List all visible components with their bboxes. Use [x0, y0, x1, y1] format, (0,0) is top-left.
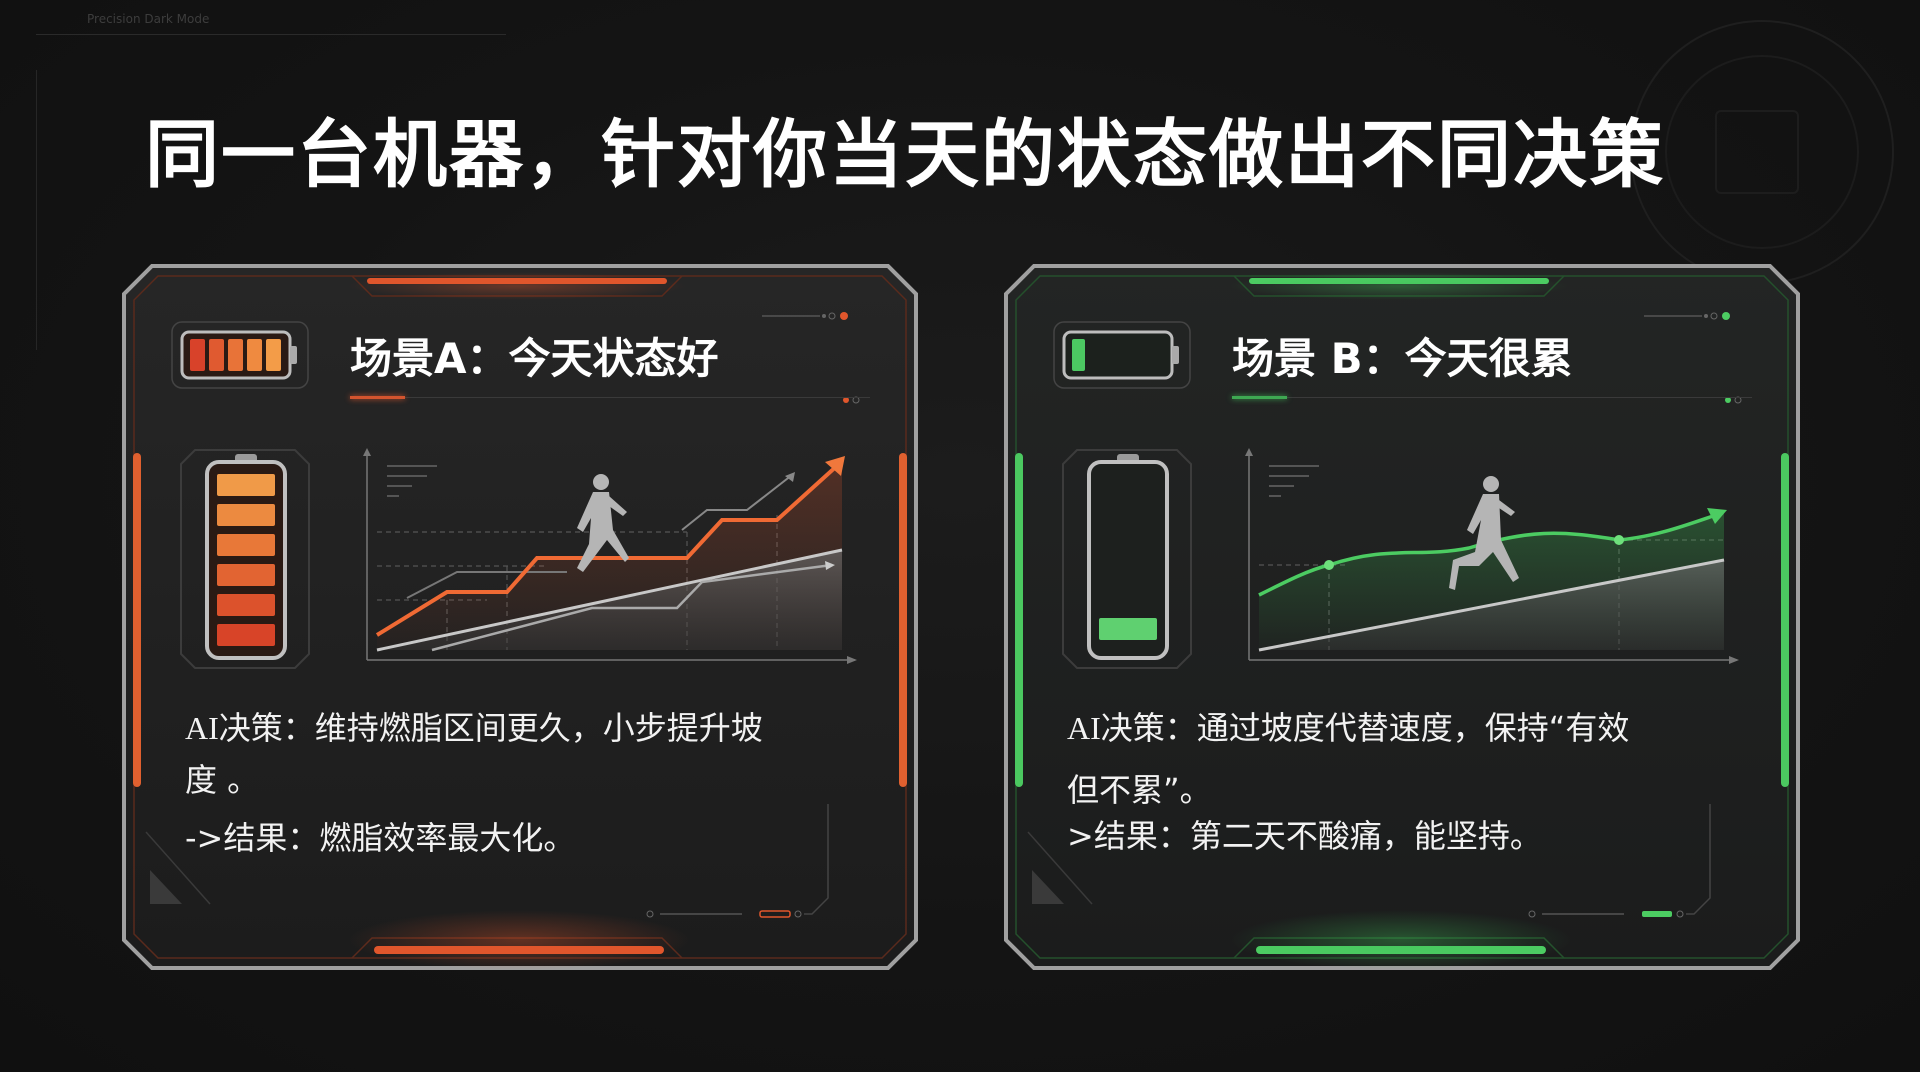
- result-line: ->结果：燃脂效率最大化。: [185, 819, 576, 857]
- decor-line: [36, 34, 506, 35]
- decision-line-cont: 度 。: [185, 761, 260, 799]
- incline-chart-a: [363, 448, 857, 664]
- decision-line-cont: 但不累”。: [1067, 771, 1212, 809]
- scenario-a-title: 场景A：今天状态好: [350, 334, 719, 383]
- decor-chip-icon: [1715, 110, 1799, 194]
- vertical-battery-low-icon: [1062, 449, 1192, 669]
- vertical-battery-full-icon: [180, 449, 310, 669]
- decision-line: AI决策：通过坡度代替速度，保持“有效: [1067, 709, 1630, 747]
- decision-line: AI决策：维持燃脂区间更久，小步提升坡: [185, 709, 763, 747]
- header-divider: [1232, 396, 1752, 399]
- header-divider: [350, 396, 870, 399]
- runner-icon: [577, 474, 629, 572]
- decor-ring-icon: [1665, 55, 1859, 249]
- battery-low-icon: [1053, 321, 1191, 389]
- scenario-card-b: 场景 B：今天很累: [1004, 264, 1800, 970]
- decor-line: [36, 70, 37, 350]
- incline-chart-b: [1245, 448, 1739, 664]
- scenario-card-a: 场景A：今天状态好: [122, 264, 918, 970]
- runner-icon: [1449, 476, 1519, 590]
- background-label: Precision Dark Mode: [87, 12, 210, 26]
- page-title: 同一台机器，针对你当天的状态做出不同决策: [145, 112, 1665, 198]
- scenario-b-title: 场景 B：今天很累: [1232, 334, 1573, 383]
- battery-full-icon: [171, 321, 309, 389]
- result-line: >结果：第二天不酸痛，能坚持。: [1067, 817, 1542, 855]
